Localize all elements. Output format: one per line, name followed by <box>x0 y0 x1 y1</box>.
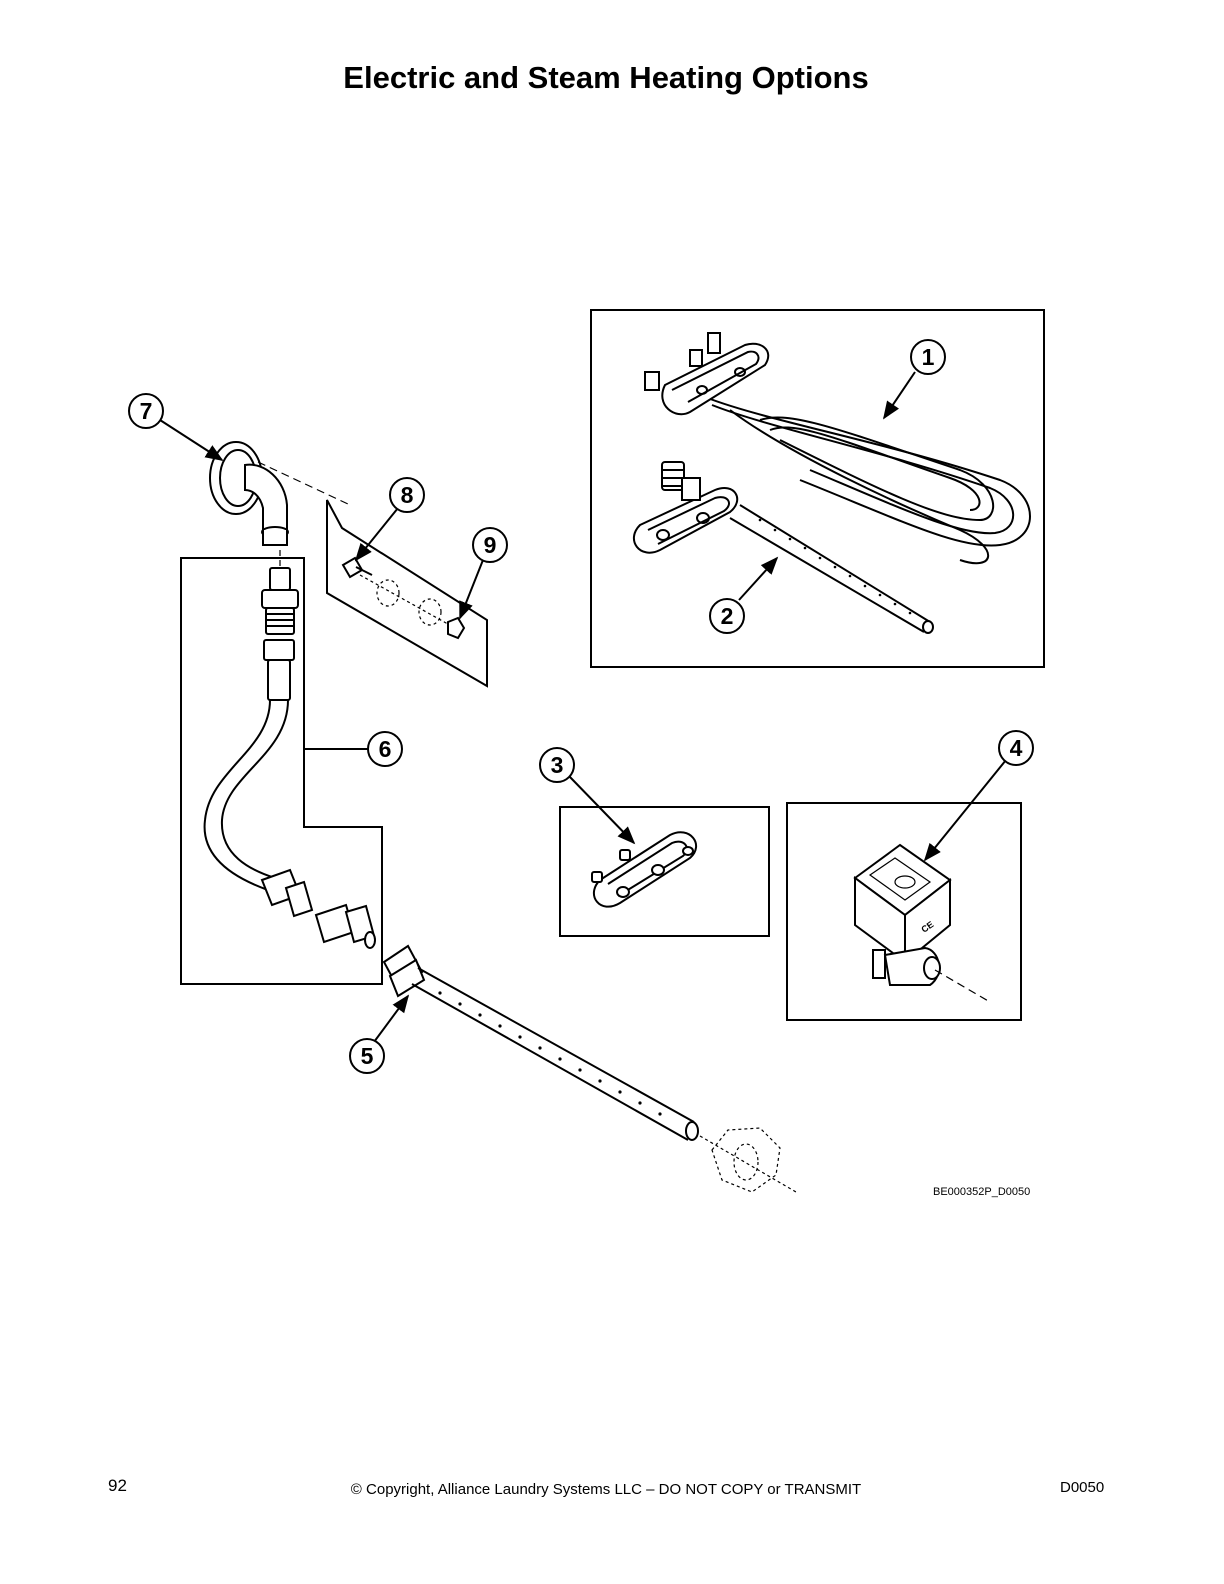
spray-tube-5 <box>382 944 699 1141</box>
callout-5-leader <box>373 994 410 1043</box>
callout-6-label: 6 <box>379 736 392 762</box>
callout-6-circle <box>367 731 403 767</box>
callout-9-label: 9 <box>484 532 497 558</box>
hardware-panel <box>326 499 488 688</box>
callout-8-circle <box>389 477 425 513</box>
callout-7-circle <box>128 393 164 429</box>
callout-5-label: 5 <box>361 1043 374 1069</box>
dashed-locknut <box>699 1127 797 1193</box>
elbow-axis-line <box>257 461 349 505</box>
callout-2-circle <box>709 598 745 634</box>
page-title: Electric and Steam Heating Options <box>343 60 869 95</box>
callout-4-label: 4 <box>1010 735 1023 761</box>
nut-9 <box>447 616 466 640</box>
steam-tube-holes <box>758 518 912 615</box>
callout-9-circle <box>472 527 508 563</box>
callout-1-leader <box>882 371 916 420</box>
solenoid-valve-4 <box>853 843 952 986</box>
gasket-panel <box>559 806 770 937</box>
hose-assembly-panel <box>180 557 383 985</box>
hose-assembly-6 <box>203 567 376 949</box>
callout-4-circle <box>998 730 1034 766</box>
callout-7-leader <box>159 419 224 461</box>
elbow-fitting-7 <box>209 441 289 546</box>
callout-9-leader <box>459 559 484 620</box>
callout-2-label: 2 <box>721 603 734 629</box>
callout-8-label: 8 <box>401 482 414 508</box>
drawing-code: BE000352P_D0050 <box>933 1186 1030 1198</box>
document-code: D0050 <box>1060 1479 1105 1496</box>
page-number: 92 <box>108 1476 127 1495</box>
callout-3-label: 3 <box>551 752 564 778</box>
copyright-notice: © Copyright, Alliance Laundry Systems LL… <box>350 1481 862 1498</box>
valve-axis-line <box>934 969 991 1003</box>
spray-tube-holes <box>438 991 662 1116</box>
callout-3-leader <box>568 775 636 845</box>
bolt-8 <box>341 556 373 579</box>
heating-element-panel <box>590 309 1045 668</box>
callout-1-label: 1 <box>922 344 935 370</box>
valve-panel <box>786 802 1022 1021</box>
callout-2-leader <box>738 556 779 601</box>
callout-5-circle <box>349 1038 385 1074</box>
hardware-dashed-washers <box>359 574 456 629</box>
heating-element-1 <box>644 332 1031 565</box>
callout-7-label: 7 <box>140 398 153 424</box>
callout-8-leader <box>354 507 399 562</box>
callout-4-leader <box>923 759 1007 862</box>
callout-3-circle <box>539 747 575 783</box>
steam-tube-2 <box>633 461 934 634</box>
callout-1-circle <box>910 339 946 375</box>
gasket-3 <box>591 831 697 908</box>
